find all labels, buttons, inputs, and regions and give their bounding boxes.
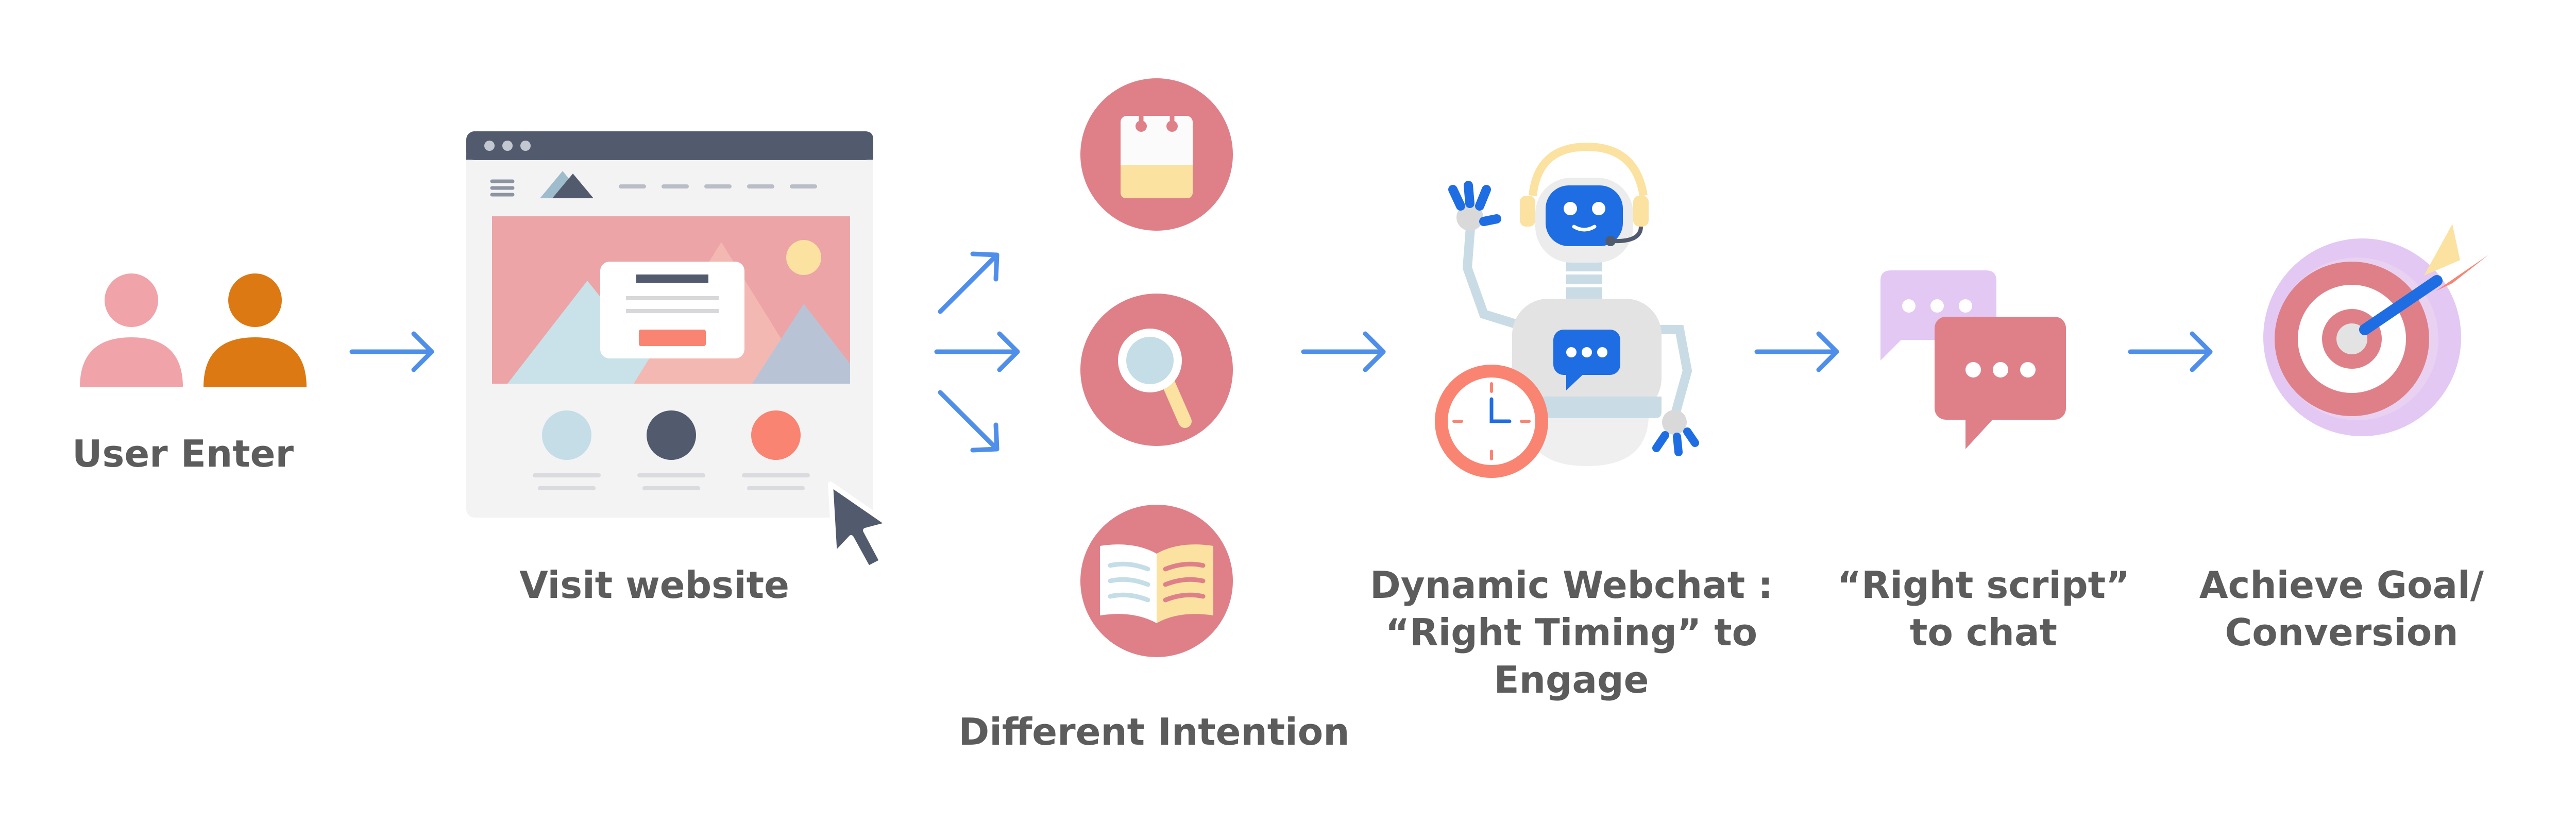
arrow-user-to-website [349, 331, 434, 372]
mouse-cursor-icon [828, 482, 891, 571]
users-icon [80, 273, 307, 387]
arrow-webchat-to-script [1754, 331, 1839, 372]
arrow-split-up [938, 251, 999, 314]
chat-bubbles-icon [1880, 270, 2066, 449]
arrow-script-to-goal [2128, 331, 2213, 372]
browser-window-icon [466, 131, 873, 518]
step-label-right-script: “Right script” to chat [1837, 563, 2130, 654]
arrow-split-middle [934, 331, 1020, 372]
chatbot-robot-icon [1435, 142, 1699, 478]
shopping-bag-icon [1080, 78, 1233, 231]
open-book-icon [1080, 505, 1233, 657]
arrow-split-down [938, 390, 999, 453]
step-label-dynamic-webchat: Dynamic Webchat : “Right Timing” to Enga… [1369, 563, 1773, 701]
magnifier-icon [1080, 294, 1233, 446]
step-label-user-enter: User Enter [72, 432, 294, 475]
arrow-intention-to-webchat [1301, 331, 1386, 372]
step-label-achieve-goal: Achieve Goal/ Conversion [2199, 563, 2484, 654]
target-dart-icon [2263, 224, 2488, 436]
step-label-visit-website: Visit website [519, 563, 789, 607]
step-label-different-intention: Different Intention [958, 710, 1350, 753]
